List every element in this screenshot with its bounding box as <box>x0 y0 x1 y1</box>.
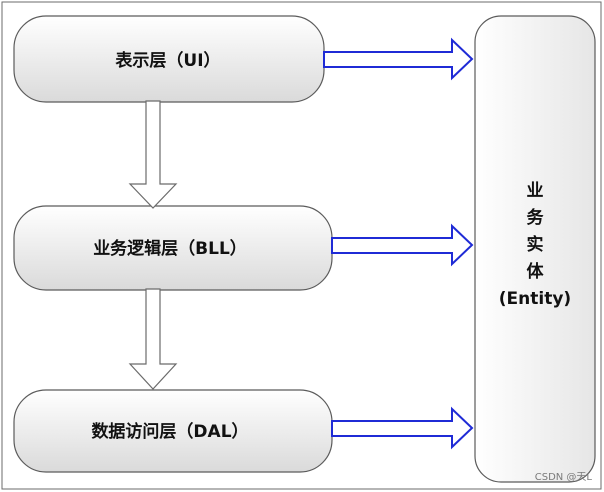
right-arrow-bll-to-entity <box>331 223 474 267</box>
entity-line-4: (Entity) <box>499 289 571 309</box>
watermark-text: CSDN @天L <box>535 472 593 483</box>
down-arrow-ui-to-bll <box>128 100 178 209</box>
entity-line-1: 务 <box>527 207 545 228</box>
right-arrow-ui-to-entity <box>323 37 474 81</box>
layer-box-dal: 数据访问层（DAL） <box>13 389 333 473</box>
layer-label-dal: 数据访问层（DAL） <box>91 421 248 442</box>
layer-box-bll: 业务逻辑层（BLL） <box>13 205 333 291</box>
layer-label-bll: 业务逻辑层（BLL） <box>93 238 247 259</box>
right-arrow-dal-to-entity <box>331 406 474 450</box>
down-arrow-bll-to-dal <box>128 288 178 390</box>
entity-line-0: 业 <box>527 181 544 201</box>
entity-line-2: 实 <box>527 234 544 255</box>
layer-label-ui: 表示层（UI） <box>115 50 220 71</box>
entity-box: 业 务 实 体 (Entity) <box>474 15 596 483</box>
layer-box-ui: 表示层（UI） <box>13 15 325 103</box>
entity-line-3: 体 <box>527 261 545 282</box>
